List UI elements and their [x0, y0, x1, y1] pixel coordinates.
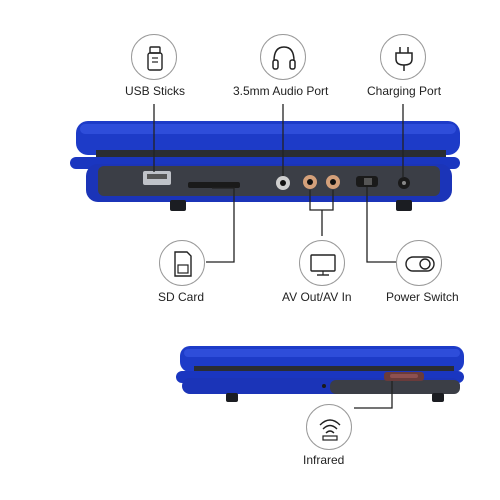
- power-plug-icon: [395, 47, 413, 71]
- usb-callout: [131, 34, 177, 80]
- toggle-switch-icon: [405, 256, 435, 272]
- dvd-player-front-view: [176, 346, 464, 402]
- sd-callout: [159, 240, 205, 286]
- infrared-callout: [306, 404, 352, 450]
- power-callout: [396, 240, 442, 286]
- monitor-icon: [310, 254, 336, 276]
- callout-lines: [153, 104, 404, 409]
- sd-label: SD Card: [158, 290, 205, 304]
- infrared-label: Infrared: [303, 453, 345, 467]
- usb-label: USB Sticks: [125, 84, 186, 98]
- av-label: AV Out/AV In: [282, 290, 352, 304]
- infrared-signal-icon: [319, 419, 341, 441]
- power-label: Power Switch: [386, 290, 459, 304]
- charging-label: Charging Port: [367, 84, 442, 98]
- charging-callout: [380, 34, 426, 80]
- sd-card-slot: [188, 182, 240, 188]
- av-callout: [299, 240, 345, 286]
- headphones-icon: [272, 46, 296, 70]
- dvd-player-side-view: [70, 121, 460, 211]
- audio-label: 3.5mm Audio Port: [233, 84, 329, 98]
- audio-callout: [260, 34, 306, 80]
- usb-stick-icon: [147, 46, 163, 71]
- sd-card-icon: [174, 251, 192, 277]
